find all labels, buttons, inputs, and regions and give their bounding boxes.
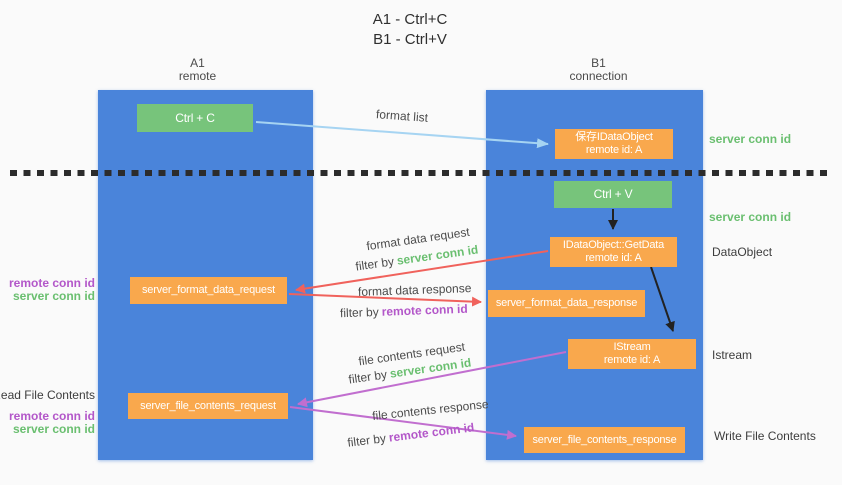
note-read-file-contents: Read File Contents: [0, 388, 95, 402]
note-dataobject: DataObject: [712, 245, 773, 259]
lane-header-b1: B1 connection: [490, 57, 707, 83]
node-idataobject-getdata-remote-id: remote id: A: [585, 252, 642, 264]
node-server-format-data-request: server_format_data_request: [130, 277, 287, 304]
arrow-format-list: [255, 121, 549, 149]
node-ctrl-c: Ctrl + C: [137, 104, 253, 132]
note-file-conn-ids: remote conn id server conn id: [9, 410, 95, 436]
note-format-conn-ids: remote conn id server conn id: [9, 277, 95, 303]
title-line-1: A1 - Ctrl+C: [372, 11, 448, 28]
lane-a1-name: A1: [190, 56, 205, 70]
note-istream: Istream: [712, 348, 753, 362]
node-save-idataobject-remote-id: remote id: A: [585, 144, 643, 156]
arrow-getdata-to-istream: [650, 266, 675, 332]
lane-header-a1: A1 remote: [90, 57, 305, 83]
node-ctrl-v: Ctrl + V: [554, 181, 672, 208]
lane-b1-subtitle: connection: [569, 69, 628, 83]
session-divider-dashed-line: [10, 170, 828, 176]
node-istream-remote-id: remote id: A: [603, 354, 661, 366]
arrow-file-contents-response: [289, 406, 517, 440]
node-ctrl-v-label: Ctrl + V: [593, 187, 633, 201]
lane-a1-subtitle: remote: [178, 69, 217, 83]
node-idataobject-getdata-title: IDataObject::GetData: [562, 239, 665, 251]
arrow-format-data-request: [295, 250, 549, 294]
remote-conn-id-key: remote conn id: [381, 301, 468, 319]
filter-by-text: filter by: [339, 304, 379, 321]
node-istream-title: IStream: [613, 341, 651, 353]
note-file-server-conn-id: server conn id: [12, 422, 95, 436]
note-server-conn-id-top: server conn id: [709, 132, 792, 146]
diagram-title: A1 - Ctrl+C B1 - Ctrl+V: [0, 10, 820, 50]
node-server-format-data-request-label: server_format_data_request: [142, 284, 275, 296]
note-server-conn-id-mid: server conn id: [709, 210, 792, 224]
node-ctrl-c-label: Ctrl + C: [175, 110, 215, 125]
node-save-idataobject: 保存IDataObject remote id: A: [555, 129, 673, 159]
note-write-file-contents: Write File Contents: [714, 429, 816, 443]
title-line-2: B1 - Ctrl+V: [373, 31, 447, 48]
node-idataobject-getdata: IDataObject::GetData remote id: A: [550, 237, 677, 267]
node-server-file-contents-response-label: server_file_contents_response: [532, 433, 677, 446]
node-server-format-data-response-label: server_format_data_response: [495, 297, 638, 309]
note-format-server-conn-id: server conn id: [12, 289, 95, 303]
node-save-idataobject-title: 保存IDataObject: [575, 131, 653, 143]
node-istream: IStream remote id: A: [568, 339, 696, 369]
node-server-format-data-response: server_format_data_response: [488, 290, 645, 317]
node-server-file-contents-request: server_file_contents_request: [128, 393, 288, 419]
arrow-file-contents-request: [297, 351, 567, 408]
lane-b1-name: B1: [591, 56, 606, 70]
node-server-file-contents-response: server_file_contents_response: [524, 427, 685, 453]
note-format-remote-conn-id: remote conn id: [8, 276, 95, 290]
arrow-format-data-response: [288, 293, 482, 307]
node-server-file-contents-request-label: server_file_contents_request: [140, 399, 276, 412]
note-file-remote-conn-id: remote conn id: [8, 409, 95, 423]
